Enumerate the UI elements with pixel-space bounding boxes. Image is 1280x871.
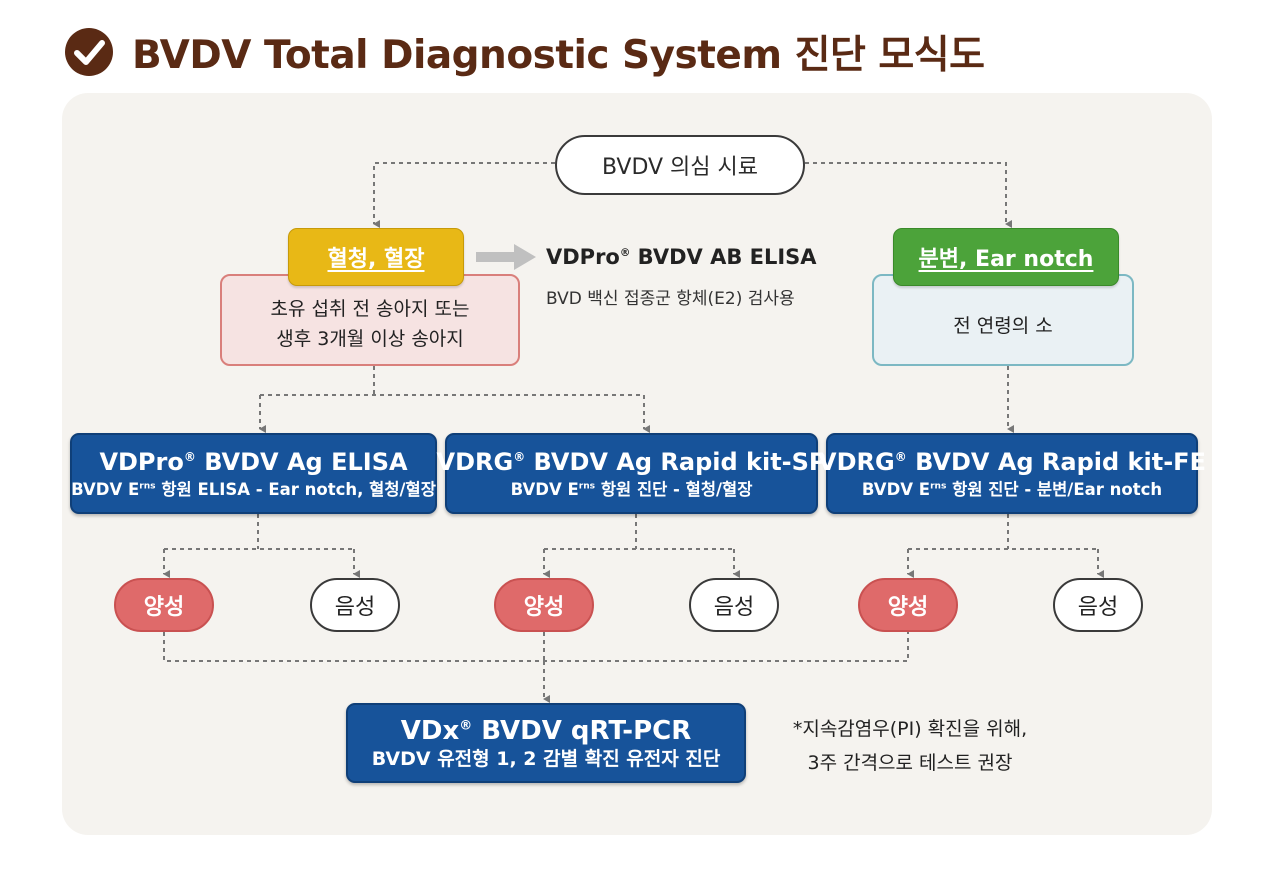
check-circle-icon (65, 28, 113, 76)
serum-description-box: 초유 섭취 전 송아지 또는 생후 3개월 이상 송아지 (220, 274, 520, 366)
antibody-kit-title: VDPro® BVDV AB ELISA (546, 245, 817, 269)
pi-test-note: *지속감염우(PI) 확진을 위해, 3주 간격으로 테스트 권장 (770, 712, 1050, 780)
feces-desc: 전 연령의 소 (953, 314, 1053, 337)
kit-ag-elisa-subtitle: BVDV Erns 항원 ELISA - Ear notch, 혈청/혈장 (71, 479, 436, 499)
kit-rapid-sp: VDRG® BVDV Ag Rapid kit-SP BVDV Erns 항원 … (437, 433, 827, 514)
connector-serum-to-kits (259, 366, 644, 429)
connector-positives-merge (163, 632, 909, 662)
feces-description-box: 전 연령의 소 (872, 274, 1134, 366)
kit-qrt-pcr: VDx® BVDV qRT-PCR BVDV 유전형 1, 2 감별 확진 유전… (346, 703, 746, 783)
page-header: BVDV Total Diagnostic System 진단 모식도 (64, 24, 985, 80)
connector-start-to-feces (805, 162, 1012, 228)
kit-rapid-fe-title: VDRG® BVDV Ag Rapid kit-FE (818, 447, 1206, 476)
result-positive-3: 양성 (858, 578, 958, 632)
result-positive-2: 양성 (494, 578, 594, 632)
suspect-sample-node: BVDV 의심 시료 (555, 135, 805, 195)
serum-plasma-label: 혈청, 혈장 (327, 247, 425, 272)
connector-kit2-results (544, 514, 734, 550)
kit-rapid-sp-title: VDRG® BVDV Ag Rapid kit-SP (436, 447, 827, 476)
pi-note-line1: *지속감염우(PI) 확진을 위해, (792, 718, 1028, 740)
connector-kit3-results (908, 514, 1098, 550)
connector-start-to-serum (373, 162, 555, 228)
serum-plasma-tag: 혈청, 혈장 (288, 228, 464, 286)
kit-ag-elisa: VDPro® BVDV Ag ELISA BVDV Erns 항원 ELISA … (70, 433, 437, 514)
suspect-sample-label: BVDV 의심 시료 (601, 155, 759, 180)
result-negative-3: 음성 (1053, 578, 1143, 632)
arrow-right-icon (476, 244, 536, 270)
kit-rapid-sp-subtitle: BVDV Erns 항원 진단 - 혈청/혈장 (510, 479, 753, 499)
pi-note-line2: 3주 간격으로 테스트 권장 (807, 752, 1013, 774)
kit-ag-elisa-title: VDPro® BVDV Ag ELISA (99, 447, 408, 476)
result-negative-2: 음성 (689, 578, 779, 632)
kit-qrt-pcr-title: VDx® BVDV qRT-PCR (400, 716, 692, 746)
feces-earnotch-label: 분변, Ear notch (918, 247, 1094, 272)
kit-rapid-fe: VDRG® BVDV Ag Rapid kit-FE BVDV Erns 항원 … (818, 433, 1206, 514)
feces-earnotch-tag: 분변, Ear notch (893, 228, 1119, 286)
antibody-kit-subtitle: BVD 백신 접종군 항체(E2) 검사용 (546, 289, 795, 309)
connector-kit1-results (164, 514, 354, 550)
serum-desc-line1: 초유 섭취 전 송아지 또는 (270, 298, 470, 320)
serum-desc-line2: 생후 3개월 이상 송아지 (276, 328, 464, 350)
result-positive-1: 양성 (114, 578, 214, 632)
kit-qrt-pcr-subtitle: BVDV 유전형 1, 2 감별 확진 유전자 진단 (371, 748, 721, 770)
kit-rapid-fe-subtitle: BVDV Erns 항원 진단 - 분변/Ear notch (861, 479, 1163, 499)
page-title: BVDV Total Diagnostic System 진단 모식도 (132, 33, 985, 78)
result-negative-1: 음성 (310, 578, 400, 632)
